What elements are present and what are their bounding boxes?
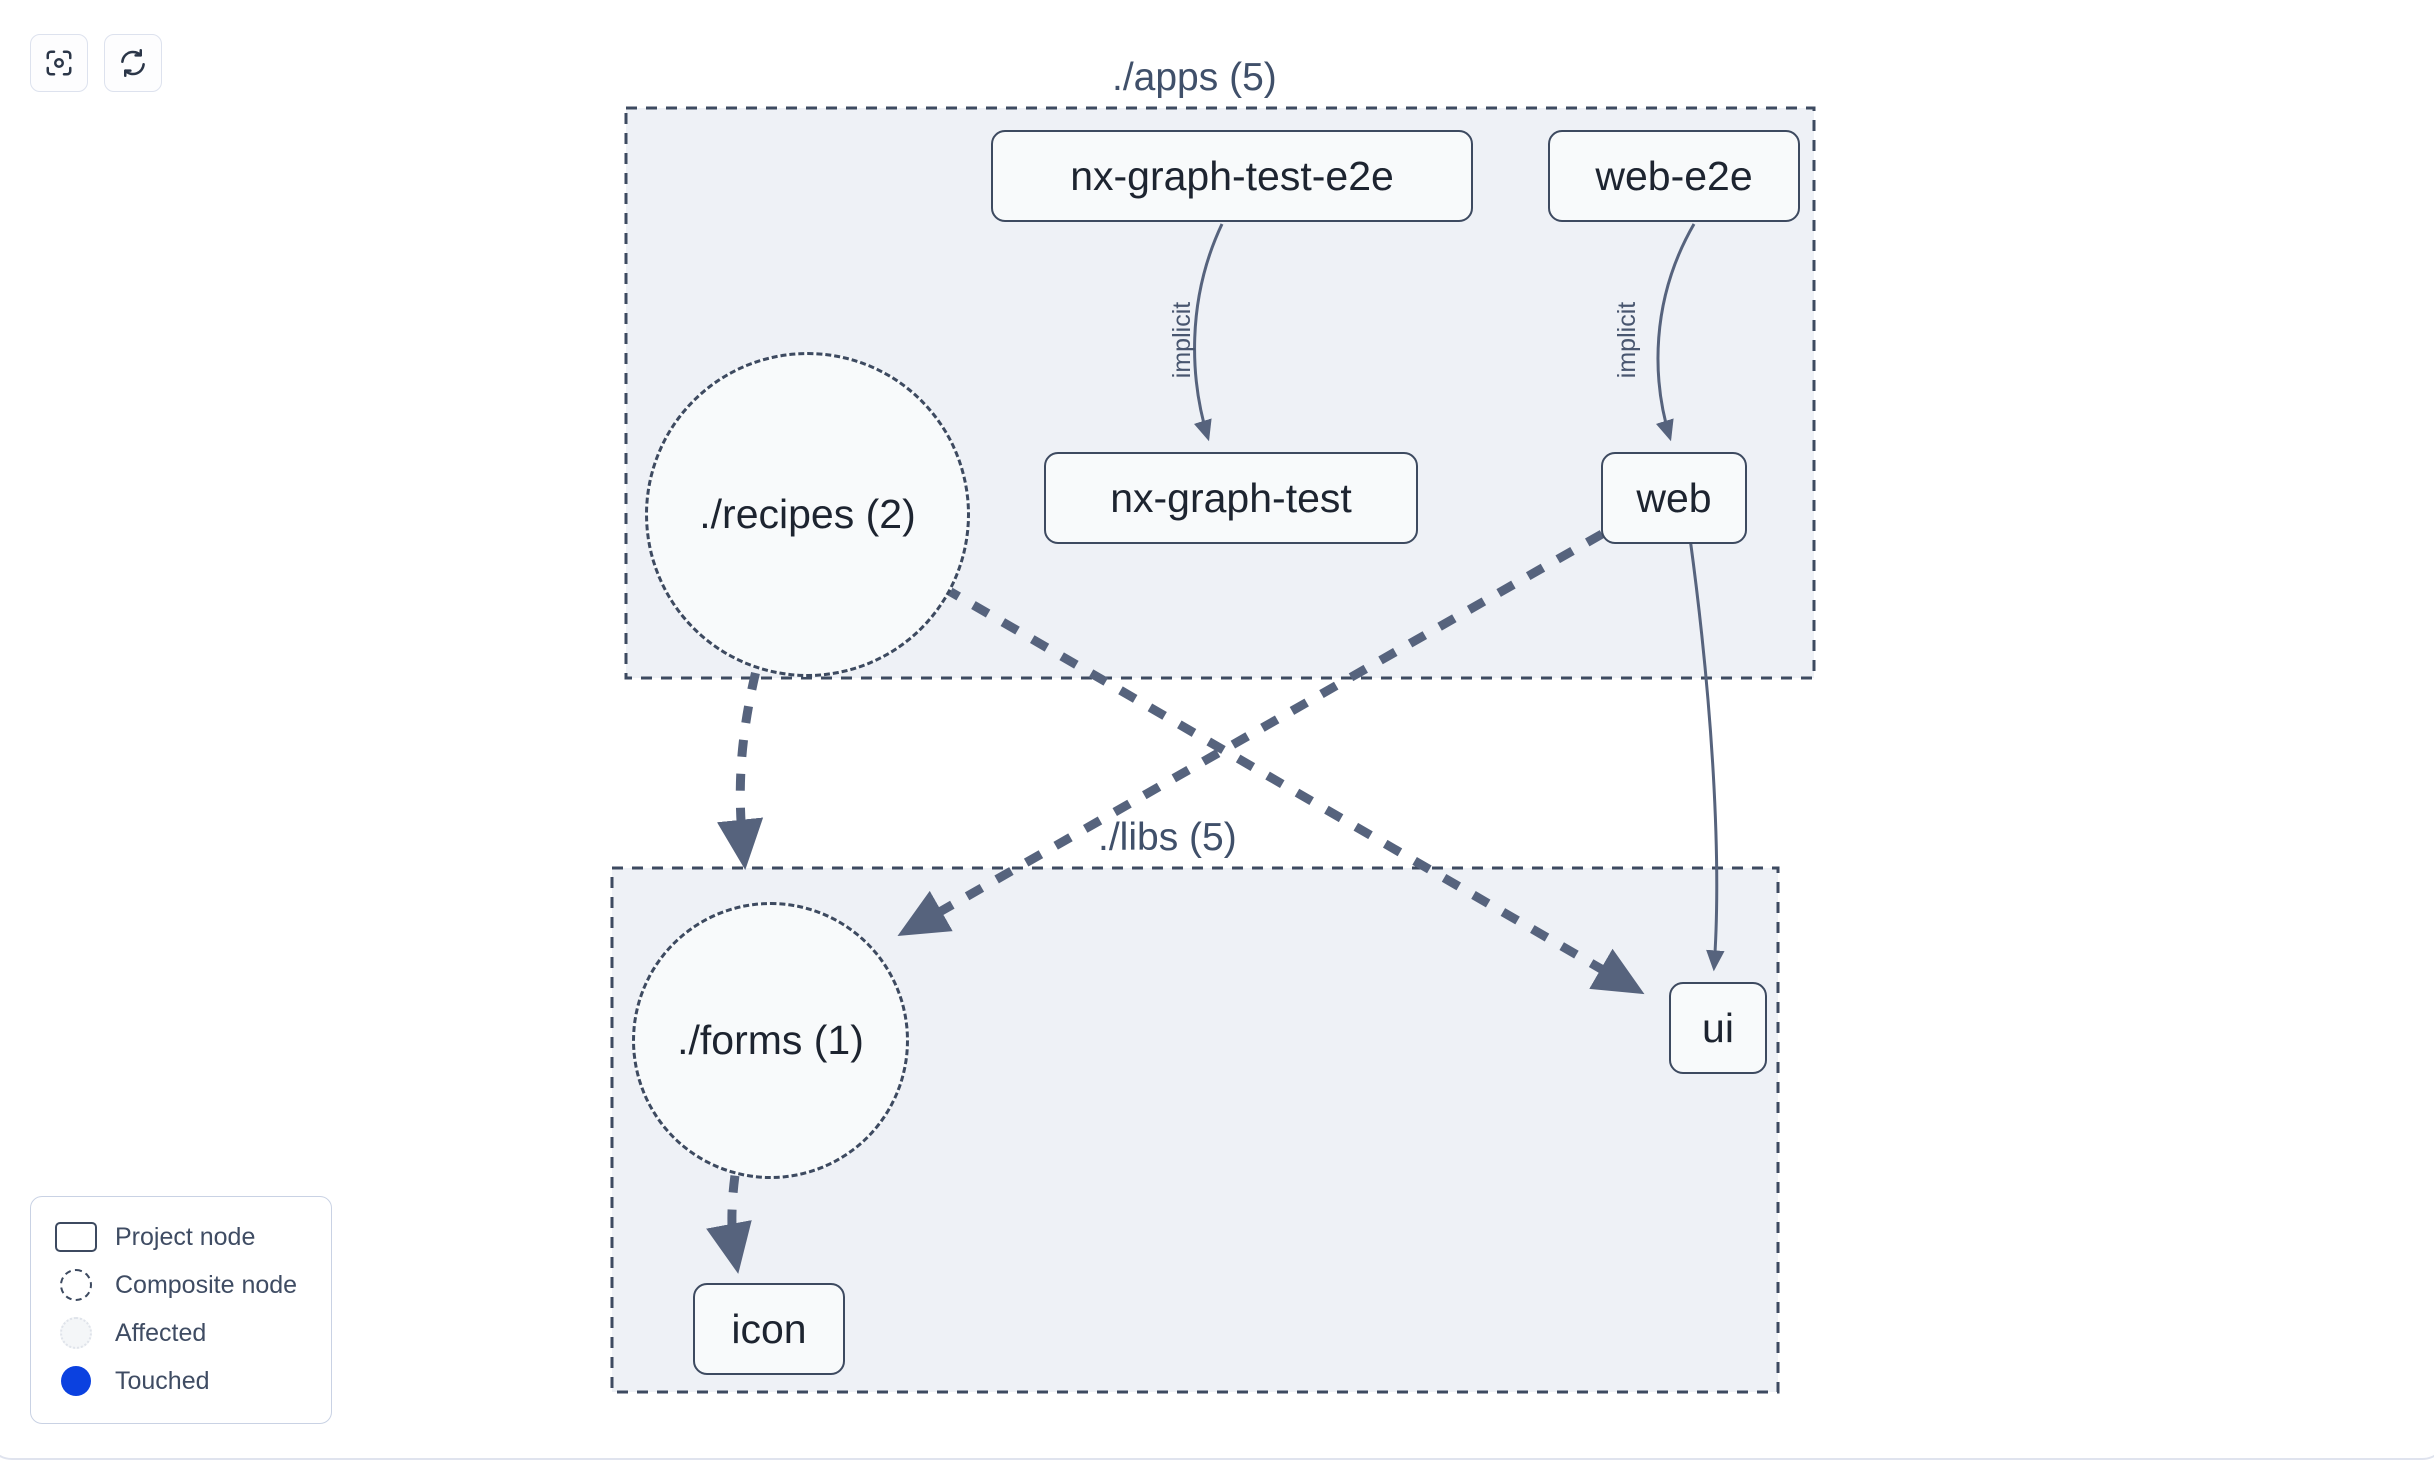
- legend-item-project-node: Project node: [53, 1213, 313, 1261]
- node-forms[interactable]: ./forms (1): [632, 902, 909, 1179]
- touched-node-symbol-icon: [53, 1364, 99, 1398]
- svg-text:implicit: implicit: [1613, 302, 1641, 378]
- composite-node-symbol-icon: [53, 1268, 99, 1302]
- node-nx-graph-test[interactable]: nx-graph-test: [1044, 452, 1418, 544]
- edge-web-to-ui[interactable]: [1688, 537, 1725, 972]
- svg-text:implicit: implicit: [1168, 302, 1196, 378]
- node-recipes[interactable]: ./recipes (2): [645, 352, 970, 677]
- project-node-symbol-icon: [53, 1220, 99, 1254]
- legend-label: Affected: [115, 1318, 207, 1347]
- node-nx-graph-test-e2e[interactable]: nx-graph-test-e2e: [991, 130, 1473, 222]
- group-label-libs: ./libs (5): [1098, 816, 1237, 859]
- refresh-icon: [118, 48, 148, 78]
- legend-item-composite-node: Composite node: [53, 1261, 313, 1309]
- node-web-e2e[interactable]: web-e2e: [1548, 130, 1800, 222]
- graph-toolbar: [30, 34, 162, 92]
- focus-target-icon: [44, 48, 74, 78]
- legend-item-touched: Touched: [53, 1357, 313, 1405]
- edge-label-implicit-2: implicit: [1613, 302, 1641, 378]
- edge-label-implicit-1: implicit: [1168, 302, 1196, 378]
- node-icon[interactable]: icon: [693, 1283, 845, 1375]
- refresh-graph-button[interactable]: [104, 34, 162, 92]
- edge-nx-graph-test-e2e-to-nx-graph-test[interactable]: [1193, 223, 1224, 442]
- edge-recipes-to-forms[interactable]: [717, 638, 769, 871]
- edge-web-e2e-to-web[interactable]: [1655, 223, 1696, 442]
- legend-label: Touched: [115, 1366, 210, 1395]
- node-web[interactable]: web: [1601, 452, 1747, 544]
- legend-label: Composite node: [115, 1270, 298, 1299]
- node-ui[interactable]: ui: [1669, 982, 1767, 1074]
- affected-node-symbol-icon: [53, 1316, 99, 1350]
- edge-forms-to-icon[interactable]: [706, 1141, 752, 1274]
- legend-item-affected: Affected: [53, 1309, 313, 1357]
- legend-label: Project node: [115, 1222, 256, 1251]
- group-label-apps: ./apps (5): [1112, 56, 1277, 99]
- graph-legend: Project node Composite node Affected Tou…: [30, 1196, 332, 1424]
- focus-graph-button[interactable]: [30, 34, 88, 92]
